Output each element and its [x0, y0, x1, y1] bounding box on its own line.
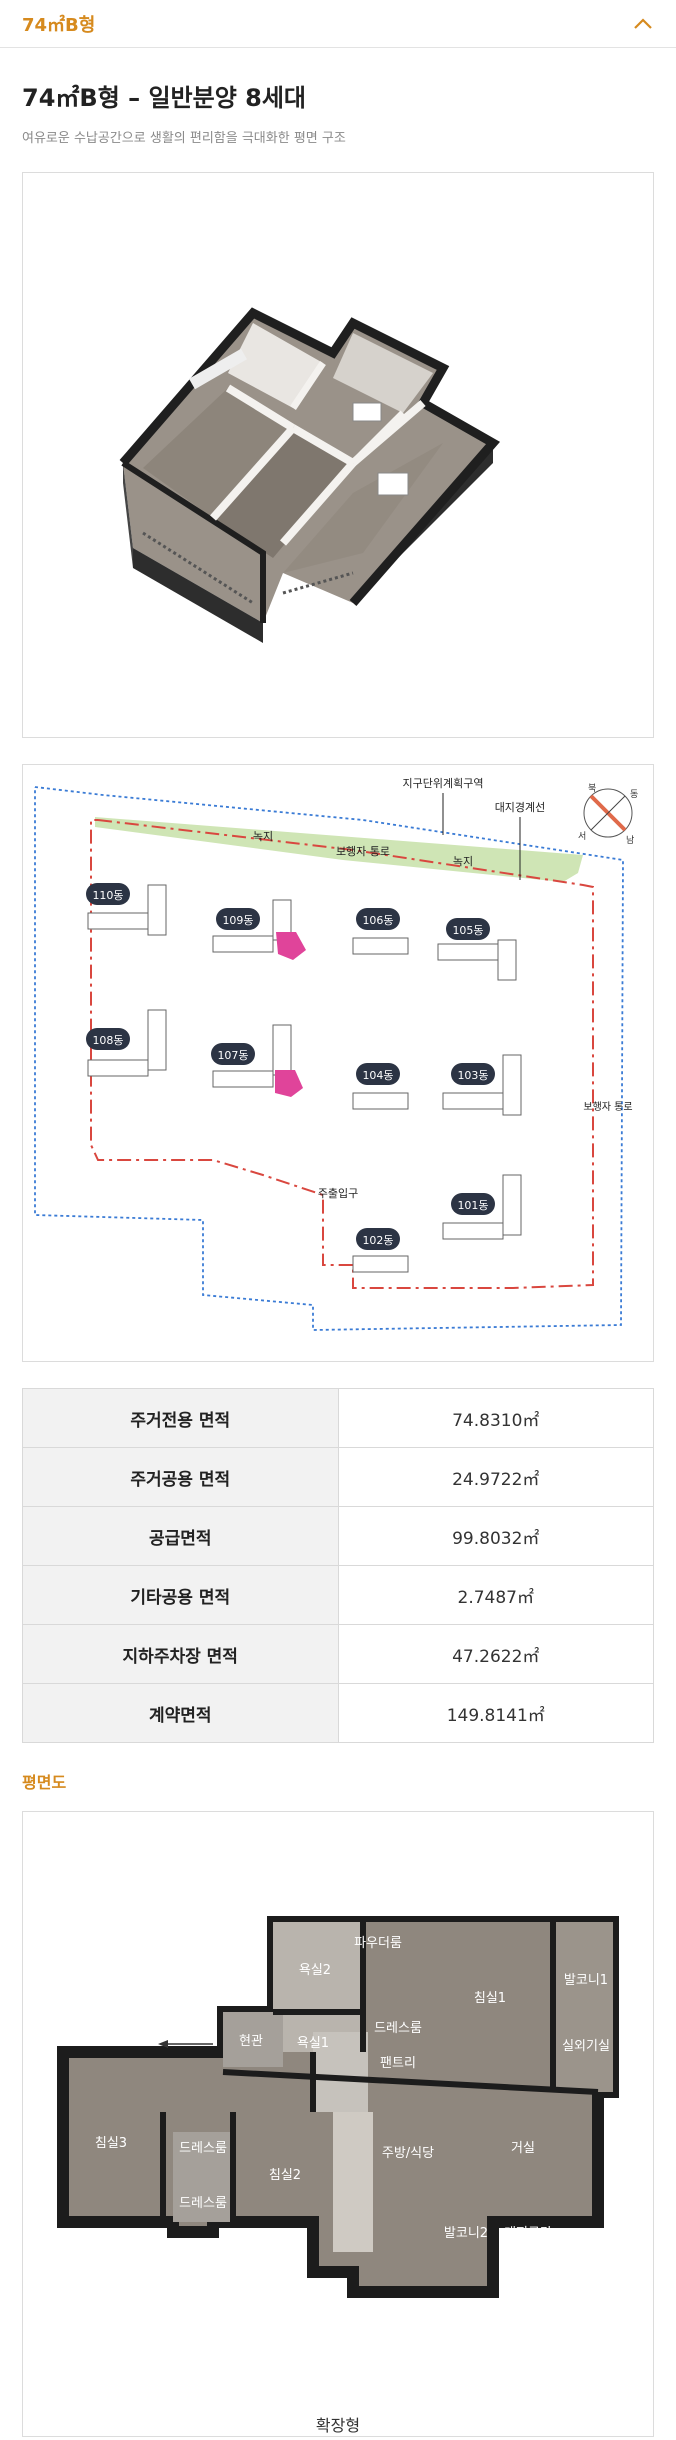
building-103: 103동	[442, 1054, 522, 1116]
compass-icon: 북 동 남 서	[578, 783, 638, 846]
room-balcony1: 발코니1	[564, 1973, 608, 1988]
svg-text:102동: 102동	[362, 1234, 393, 1247]
svg-text:106동: 106동	[362, 914, 393, 927]
accordion-header[interactable]: 74㎡B형	[0, 0, 676, 48]
plan-caption: 확장형	[315, 2416, 361, 2435]
entrance-label: 주출입구	[318, 1187, 358, 1200]
room-dress2: 드레스룸	[179, 2141, 227, 2156]
isometric-plan-image	[22, 172, 654, 738]
svg-text:101동: 101동	[457, 1199, 488, 1212]
boundary-label: 대지경계선	[495, 801, 546, 814]
room-dress1: 드레스룸	[374, 2021, 422, 2036]
room-bath2: 욕실2	[299, 1963, 331, 1978]
page-subtitle: 여유로운 수납공간으로 생활의 편리함을 극대화한 평면 구조	[22, 131, 346, 146]
room-entry: 현관	[239, 2034, 263, 2049]
room-powder: 파우더룸	[354, 1936, 402, 1951]
svg-text:104동: 104동	[362, 1069, 393, 1082]
room-balcony2: 발코니2	[444, 2226, 488, 2241]
svg-text:북: 북	[588, 783, 596, 794]
room-dress3: 드레스룸	[179, 2196, 227, 2211]
room-living: 거실	[511, 2141, 535, 2156]
room-pantry: 팬트리	[380, 2056, 416, 2071]
walk-path-label: 보행자 통로	[336, 845, 390, 858]
zone-label: 지구단위계획구역	[403, 777, 484, 790]
room-bed1: 침실1	[474, 1991, 506, 2006]
floor-plan-image: 파우더룸 욕실2 침실1 발코니1 현관 드레스룸 욕실1 실외기실 팬트리 침…	[22, 1811, 654, 2437]
building-106: 106동	[352, 908, 409, 955]
room-bed2: 침실2	[269, 2168, 301, 2183]
walk-path-side-label: 보행자 통로	[583, 1101, 632, 1113]
svg-text:105동: 105동	[452, 924, 483, 937]
building-109: 109동	[212, 899, 306, 960]
svg-text:서: 서	[578, 831, 586, 842]
svg-text:109동: 109동	[222, 914, 253, 927]
green-label-1: 녹지	[253, 830, 273, 843]
chevron-up-icon[interactable]	[632, 13, 654, 35]
svg-text:동: 동	[630, 789, 638, 800]
building-102: 102동	[352, 1228, 409, 1273]
building-104: 104동	[352, 1063, 409, 1110]
building-108: 108동	[86, 1009, 167, 1077]
building-107: 107동	[211, 1024, 303, 1097]
building-105: 105동	[437, 918, 517, 981]
room-kitchen: 주방/식당	[382, 2146, 434, 2161]
svg-text:108동: 108동	[92, 1034, 123, 1047]
svg-text:110동: 110동	[92, 889, 123, 902]
svg-text:107동: 107동	[217, 1049, 248, 1062]
room-evac: 대피공간	[504, 2226, 552, 2241]
building-101: 101동	[442, 1174, 522, 1240]
svg-text:남: 남	[626, 835, 634, 846]
svg-text:103동: 103동	[457, 1069, 488, 1082]
room-outdoor: 실외기실	[562, 2039, 610, 2054]
floorplan-section-title: 평면도	[22, 1773, 67, 1792]
accordion-title: 74㎡B형	[22, 14, 96, 36]
room-bath1: 욕실1	[297, 2036, 329, 2051]
page-title: 74㎡B형 – 일반분양 8세대	[22, 84, 307, 112]
site-plan-map: 지구단위계획구역 대지경계선 녹지 녹지 보행자 통로 보행자 통로 주출입구 …	[22, 764, 654, 1362]
room-bed3: 침실3	[95, 2136, 127, 2151]
building-110: 110동	[86, 883, 167, 936]
green-label-2: 녹지	[453, 855, 473, 868]
